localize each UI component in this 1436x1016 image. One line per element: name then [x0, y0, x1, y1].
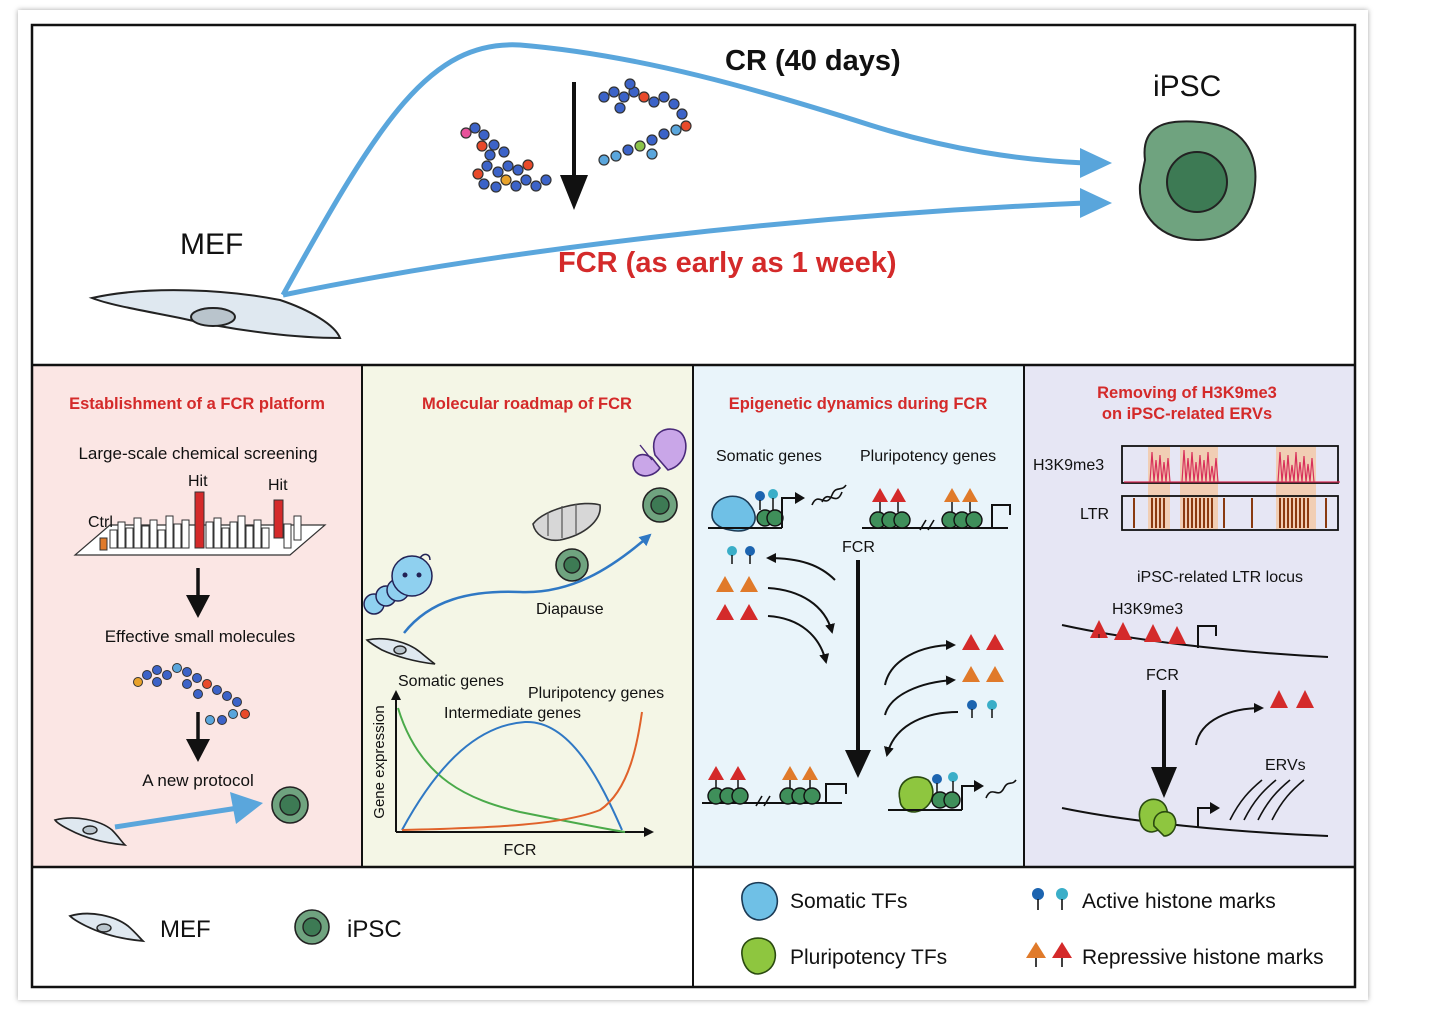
ipsc-cell-icon-p2b: [642, 487, 678, 523]
ervs-label: ERVs: [1265, 757, 1306, 774]
removed-marks-p4: [1195, 690, 1314, 746]
legend-pluripotency-tfs: Pluripotency TFs: [790, 946, 947, 969]
legend-mef-label: MEF: [160, 916, 211, 943]
legend-repressive-marks: Repressive histone marks: [1082, 946, 1324, 969]
somatic-genes-label: Somatic genes: [398, 673, 504, 690]
caterpillar-icon: [363, 553, 433, 615]
cocoon-icon: [532, 502, 601, 542]
pluripotency-chromatin-bottom: [888, 772, 1017, 813]
hit2-label: Hit: [268, 477, 288, 494]
small-molecule-icon-3: [133, 663, 250, 725]
screening-label: Large-scale chemical screening: [78, 444, 317, 463]
fcr-label: FCR (as early as 1 week): [558, 247, 897, 279]
panel4-background: [1024, 365, 1355, 867]
ltr-locus-bottom: [1061, 779, 1329, 837]
legend-ipsc-icon: [294, 909, 330, 945]
marks-removed: [716, 546, 836, 664]
legend-somatic-tfs: Somatic TFs: [790, 890, 907, 913]
somatic-chromatin-bottom: [702, 766, 847, 807]
mef-cell-icon-p2: [365, 637, 436, 665]
locus-label: iPSC-related LTR locus: [1137, 569, 1303, 586]
panel2-title: Molecular roadmap of FCR: [422, 395, 632, 413]
panel1-title: Establishment of a FCR platform: [69, 395, 325, 413]
intermediate-genes-label: Intermediate genes: [444, 705, 581, 722]
gene-expression-plot: [391, 690, 654, 837]
pluripotency-chromatin-top: [862, 488, 1011, 531]
chemical-arrow-down: [560, 82, 588, 210]
somatic-chromatin-top: [708, 484, 847, 532]
arrow-down-1: [186, 568, 210, 618]
cr-label: CR (40 days): [725, 45, 901, 77]
arrow-down-2: [186, 712, 210, 762]
legend-ipsc-label: iPSC: [347, 916, 402, 943]
pluripotency-genes-label: Pluripotency genes: [528, 685, 664, 702]
pluripotency-genes-p3: Pluripotency genes: [860, 448, 996, 465]
legend-active-marks: Active histone marks: [1082, 890, 1276, 913]
y-axis-label: Gene expression: [371, 705, 388, 818]
track-h3k9me3-label: H3K9me3: [1033, 457, 1104, 474]
fcr-arrow-p4: [1151, 690, 1177, 798]
screening-plot: [73, 491, 327, 556]
hit1-label: Hit: [188, 473, 208, 490]
mef-cell-icon: [88, 289, 342, 340]
ipsc-cell-icon-p2: [555, 548, 589, 582]
effective-label: Effective small molecules: [105, 627, 296, 646]
small-molecule-icon-2: [598, 78, 692, 166]
mef-label: MEF: [180, 228, 243, 261]
reprogramming-arrows: [280, 42, 1112, 298]
x-axis-label: FCR: [504, 842, 537, 859]
butterfly-icon: [632, 428, 687, 477]
legend-mef-icon: [68, 912, 146, 943]
fcr-arrow-p3: [845, 560, 871, 778]
ltr-locus-top: [1061, 620, 1329, 658]
somatic-genes-p3: Somatic genes: [716, 448, 822, 465]
fcr-label-p3: FCR: [842, 539, 875, 556]
track-ltr-label: LTR: [1080, 506, 1109, 523]
panel4-title-line2: on iPSC-related ERVs: [1102, 405, 1272, 423]
protocol-label: A new protocol: [142, 771, 254, 790]
ipsc-label: iPSC: [1153, 70, 1221, 103]
legend-active-marks-icon: [1032, 888, 1068, 910]
marks-added: [884, 634, 1004, 757]
genome-tracks: [1121, 445, 1340, 531]
small-molecule-icon: [460, 122, 552, 193]
ipsc-cell-icon: [1138, 120, 1257, 242]
panel2-background: [362, 365, 693, 867]
diapause-label: Diapause: [536, 601, 604, 618]
ctrl-label: Ctrl: [88, 514, 113, 531]
panel3-title: Epigenetic dynamics during FCR: [729, 395, 988, 413]
h3k9me3-mark-label: H3K9me3: [1112, 601, 1183, 618]
fcr-label-p4: FCR: [1146, 667, 1179, 684]
legend-somatic-tf-icon: [741, 881, 779, 921]
panel4-title-line1: Removing of H3K9me3: [1097, 384, 1277, 402]
ipsc-cell-icon-small: [271, 786, 309, 824]
legend-repressive-marks-icon: [1026, 942, 1072, 967]
diapause-arrow: [403, 533, 652, 634]
mef-cell-icon-small: [53, 817, 128, 847]
protocol-arrow: [114, 792, 263, 830]
legend-pluripotency-tf-icon: [741, 937, 777, 975]
